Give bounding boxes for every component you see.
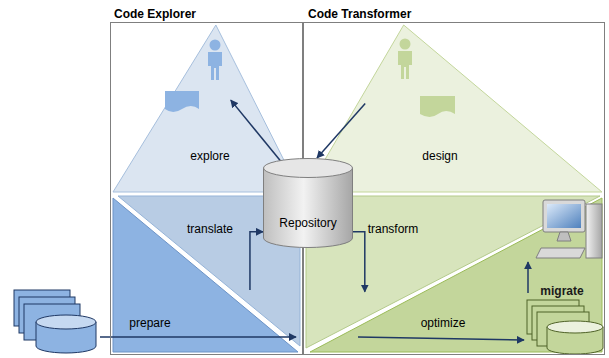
cylinder-shape (263, 158, 353, 248)
node-label: Repository (279, 216, 336, 230)
activity-triangle: optimize (310, 198, 602, 352)
text-holder: explore (190, 146, 229, 164)
panel-heading: Code Explorer (114, 7, 196, 21)
migrate-arrow (527, 262, 529, 293)
text-holder: transform (368, 219, 419, 237)
text-holder: optimize (421, 313, 466, 331)
cylinder-top (264, 159, 353, 178)
text-holder: Repository (279, 213, 336, 231)
text-holder: design (422, 146, 457, 164)
node-label: translate (187, 222, 233, 236)
triangle-fill (310, 198, 602, 352)
repository-cylinder: Repository (263, 158, 353, 248)
cylinder-body (264, 168, 353, 248)
panel-heading: Code Transformer (308, 7, 411, 21)
node-label: design (422, 149, 457, 163)
text-holder: Code Transformer (308, 4, 411, 22)
node-label: prepare (129, 316, 170, 330)
node-label: transform (368, 222, 419, 236)
prepare-arrow (100, 336, 296, 338)
source-database (14, 290, 96, 353)
node-label: explore (190, 149, 229, 163)
node-label: optimize (421, 316, 466, 330)
text-holder: Code Explorer (114, 4, 196, 22)
computer-icon (536, 200, 602, 258)
text-holder: migrate (540, 281, 583, 299)
text-holder: translate (187, 219, 233, 237)
text-holder: prepare (129, 313, 170, 331)
flow-label: migrate (540, 284, 583, 298)
